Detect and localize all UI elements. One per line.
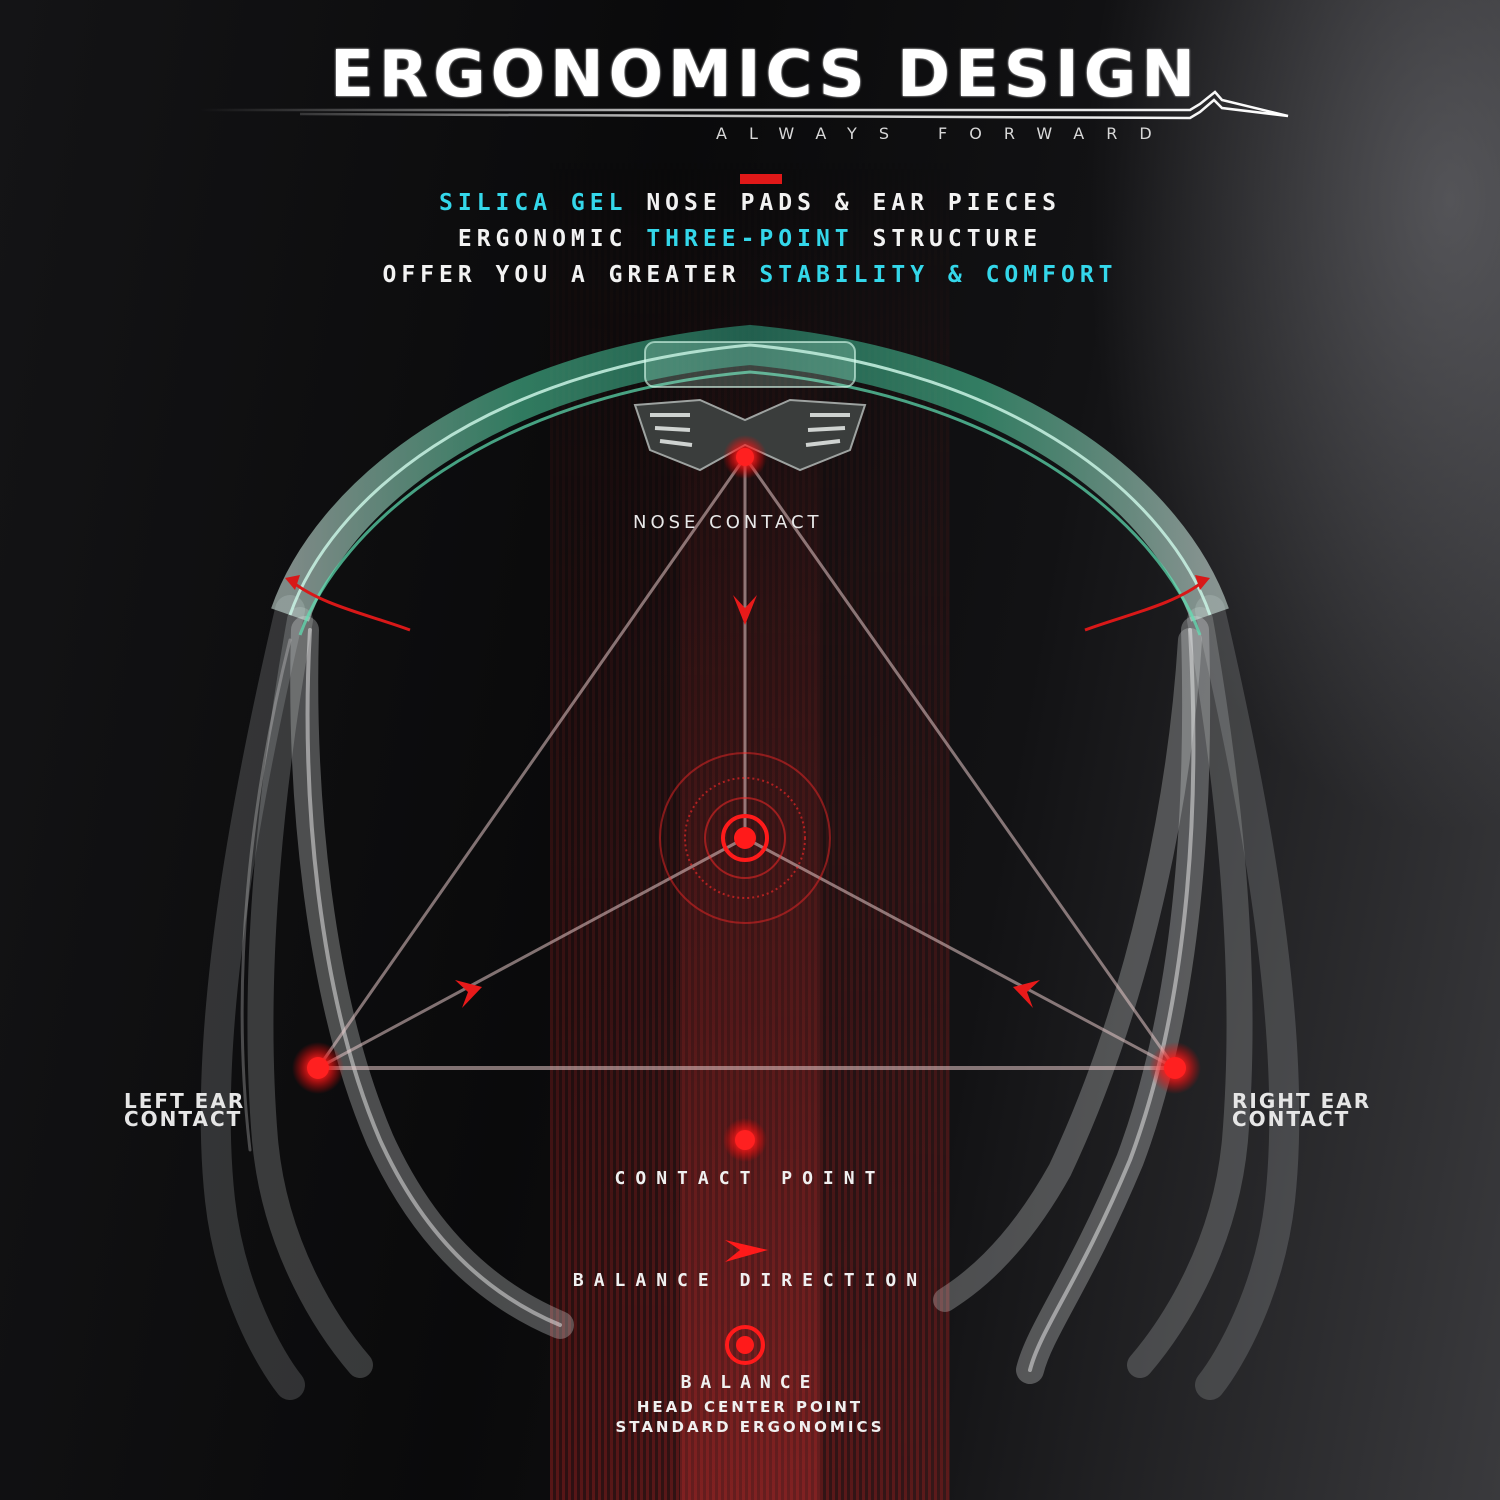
right-ear-label-line-1: RIGHT EAR <box>1232 1089 1372 1113</box>
legend-contact-point-label: CONTACT POINT <box>614 1168 886 1189</box>
three-point-triangle <box>316 456 1177 1070</box>
legend-head-center-label: HEAD CENTER POINT <box>636 1398 864 1416</box>
title-underline <box>200 90 1289 120</box>
headline-line-1-highlight: SILICA GEL <box>439 190 628 216</box>
legend-balance-icon <box>725 1325 765 1365</box>
nose-pad <box>633 398 867 472</box>
headline-line-2-highlight: THREE-POINT <box>646 226 854 252</box>
headline-line-1: SILICA GEL NOSE PADS & EAR PIECES <box>0 190 1500 216</box>
legend-standard-label: STANDARD ERGONOMICS <box>615 1418 885 1436</box>
left-ear-contact-label: LEFT EAR CONTACT <box>124 1089 246 1131</box>
right-ear-contact-point <box>1149 1042 1201 1094</box>
right-hinge-arrow <box>1084 578 1206 632</box>
glasses-frame <box>271 324 1229 636</box>
page-title: ERGONOMICS DESIGN <box>330 38 1200 112</box>
left-temple-arms <box>200 595 574 1400</box>
right-temple-arms <box>933 595 1300 1400</box>
right-ear-label-line-2: CONTACT <box>1232 1107 1351 1131</box>
legend-balance-direction-icon <box>725 1240 768 1262</box>
left-ear-label-line-2: CONTACT <box>124 1107 243 1131</box>
left-ear-contact-point <box>292 1042 344 1094</box>
center-light-beam-core <box>680 300 820 1500</box>
legend-contact-point-icon <box>723 1118 767 1162</box>
headline-line-2: ERGONOMIC THREE-POINT STRUCTURE <box>0 226 1500 252</box>
headline-line-1-text: NOSE PADS & EAR PIECES <box>627 190 1061 216</box>
page-subtitle: ALWAYS FORWARD <box>716 124 1174 143</box>
legend-balance-direction-label: BALANCE DIRECTION <box>572 1270 928 1291</box>
balance-arrow-left <box>455 980 482 1008</box>
balance-arrow-right <box>1013 980 1040 1008</box>
legend-balance-label: BALANCE <box>680 1372 820 1393</box>
left-hinge-arrow <box>289 578 411 632</box>
headline-line-3: OFFER YOU A GREATER STABILITY & COMFORT <box>0 262 1500 288</box>
balance-arrow-down <box>733 595 757 625</box>
nose-contact-point <box>723 435 767 479</box>
balance-center <box>659 752 831 924</box>
red-divider-bar <box>740 174 782 184</box>
headline-line-3-text: OFFER YOU A GREATER <box>382 262 760 288</box>
headline-line-2-text-a: ERGONOMIC <box>457 226 647 252</box>
left-ear-label-line-1: LEFT EAR <box>124 1089 246 1113</box>
headline-line-3-highlight: STABILITY & COMFORT <box>759 262 1118 288</box>
headline-line-2-text-b: STRUCTURE <box>853 226 1043 252</box>
nose-contact-label: NOSE CONTACT <box>633 512 823 533</box>
right-ear-contact-label: RIGHT EAR CONTACT <box>1232 1089 1372 1131</box>
